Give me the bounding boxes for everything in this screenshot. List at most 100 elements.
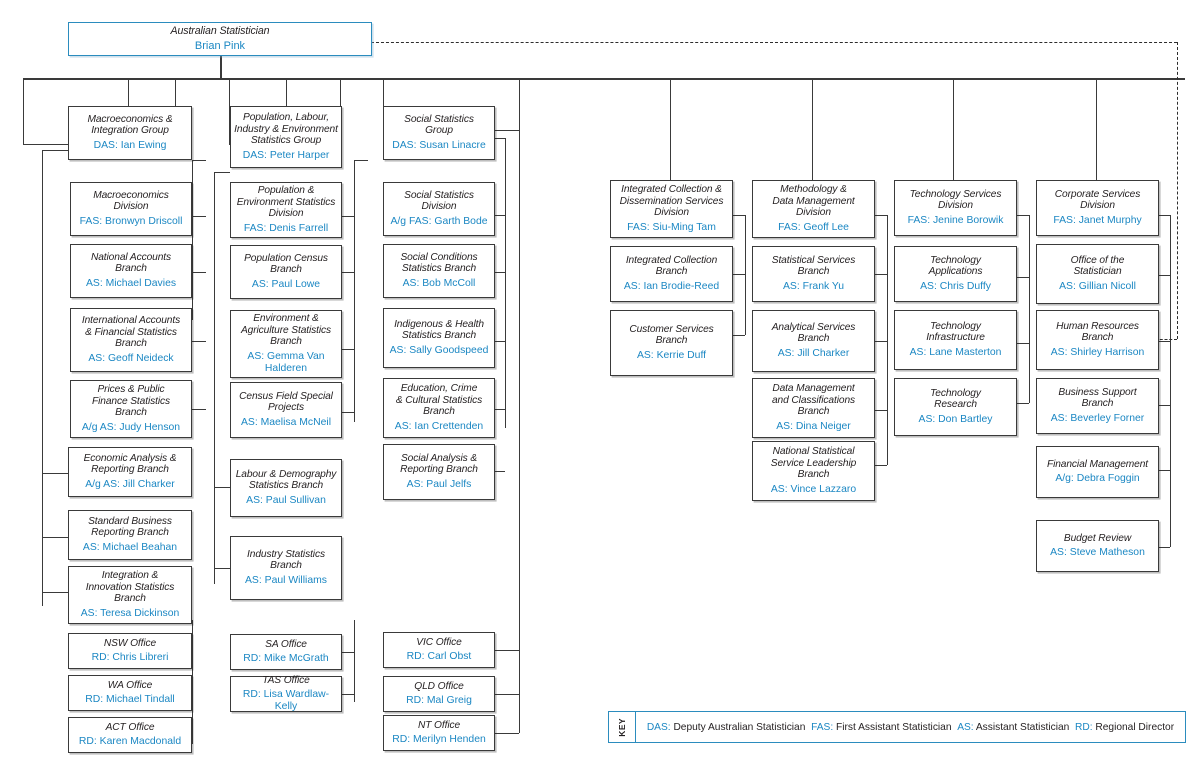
node-person: AS: Kerrie Duff xyxy=(636,350,707,362)
node-international-accounts-branch[interactable]: International Accounts& Financial Statis… xyxy=(70,308,192,372)
node-title: ACT Office xyxy=(105,721,155,733)
connector-col1-outer-top xyxy=(42,150,68,152)
connector-col2-offices-spine xyxy=(354,620,356,702)
node-title: WA Office xyxy=(107,679,153,691)
node-person: DAS: Peter Harper xyxy=(242,150,330,162)
connector-drop-col5 xyxy=(812,78,814,180)
node-title: TAS Office xyxy=(262,674,310,686)
connector-col7-top xyxy=(1157,215,1170,217)
connector-col4-b xyxy=(733,335,745,337)
node-person: Brian Pink xyxy=(194,40,246,53)
key-label-text: KEY xyxy=(617,717,627,737)
connector-col3-off-3 xyxy=(495,733,519,735)
connector-col1-off-top xyxy=(192,620,194,630)
connector-col5-a xyxy=(875,274,887,276)
node-title: NSW Office xyxy=(103,637,157,649)
connector-col3-off-1 xyxy=(495,650,519,652)
node-person: FAS: Jenine Borowik xyxy=(907,215,1004,227)
connector-col1-c xyxy=(192,341,206,343)
key-abbr: RD: xyxy=(1075,721,1093,733)
node-australian-statistician[interactable]: Australian Statistician Brian Pink xyxy=(68,22,372,56)
node-population-labour-group[interactable]: Population, Labour,Industry & Environmen… xyxy=(230,106,342,168)
node-person: AS: Paul Lowe xyxy=(251,279,321,291)
node-title: Integrated Collection &Dissemination Ser… xyxy=(619,183,724,219)
connector-col3-division-spine xyxy=(505,138,507,428)
connector-col3-top xyxy=(495,138,505,140)
connector-col6-spine xyxy=(1029,215,1031,403)
node-title: QLD Office xyxy=(414,680,464,692)
connector-drop-col1 xyxy=(128,78,130,106)
node-person: RD: Lisa Wardlaw-Kelly xyxy=(242,689,330,713)
connector-drop-col2-left xyxy=(229,78,231,144)
connector-drop-col7 xyxy=(1096,78,1098,180)
node-person: AS: Michael Beahan xyxy=(82,542,178,554)
connector-col2-b xyxy=(340,272,354,274)
connector-col5-c xyxy=(875,410,887,412)
connector-col2-d xyxy=(340,412,354,414)
node-title: Macroeconomics &Integration Group xyxy=(87,113,173,137)
connector-col2-e xyxy=(354,160,368,162)
key-abbr: FAS: xyxy=(811,721,834,733)
node-person: A/g: Debra Foggin xyxy=(1055,473,1140,485)
node-person: FAS: Denis Farrell xyxy=(243,223,329,235)
node-title: SA Office xyxy=(265,638,307,650)
key-item-das: DAS: Deputy Australian Statistician xyxy=(647,722,806,733)
node-integrated-collection-dissemination-division[interactable]: Integrated Collection &Dissemination Ser… xyxy=(610,180,733,238)
node-person: A/g AS: Judy Henson xyxy=(81,422,181,434)
